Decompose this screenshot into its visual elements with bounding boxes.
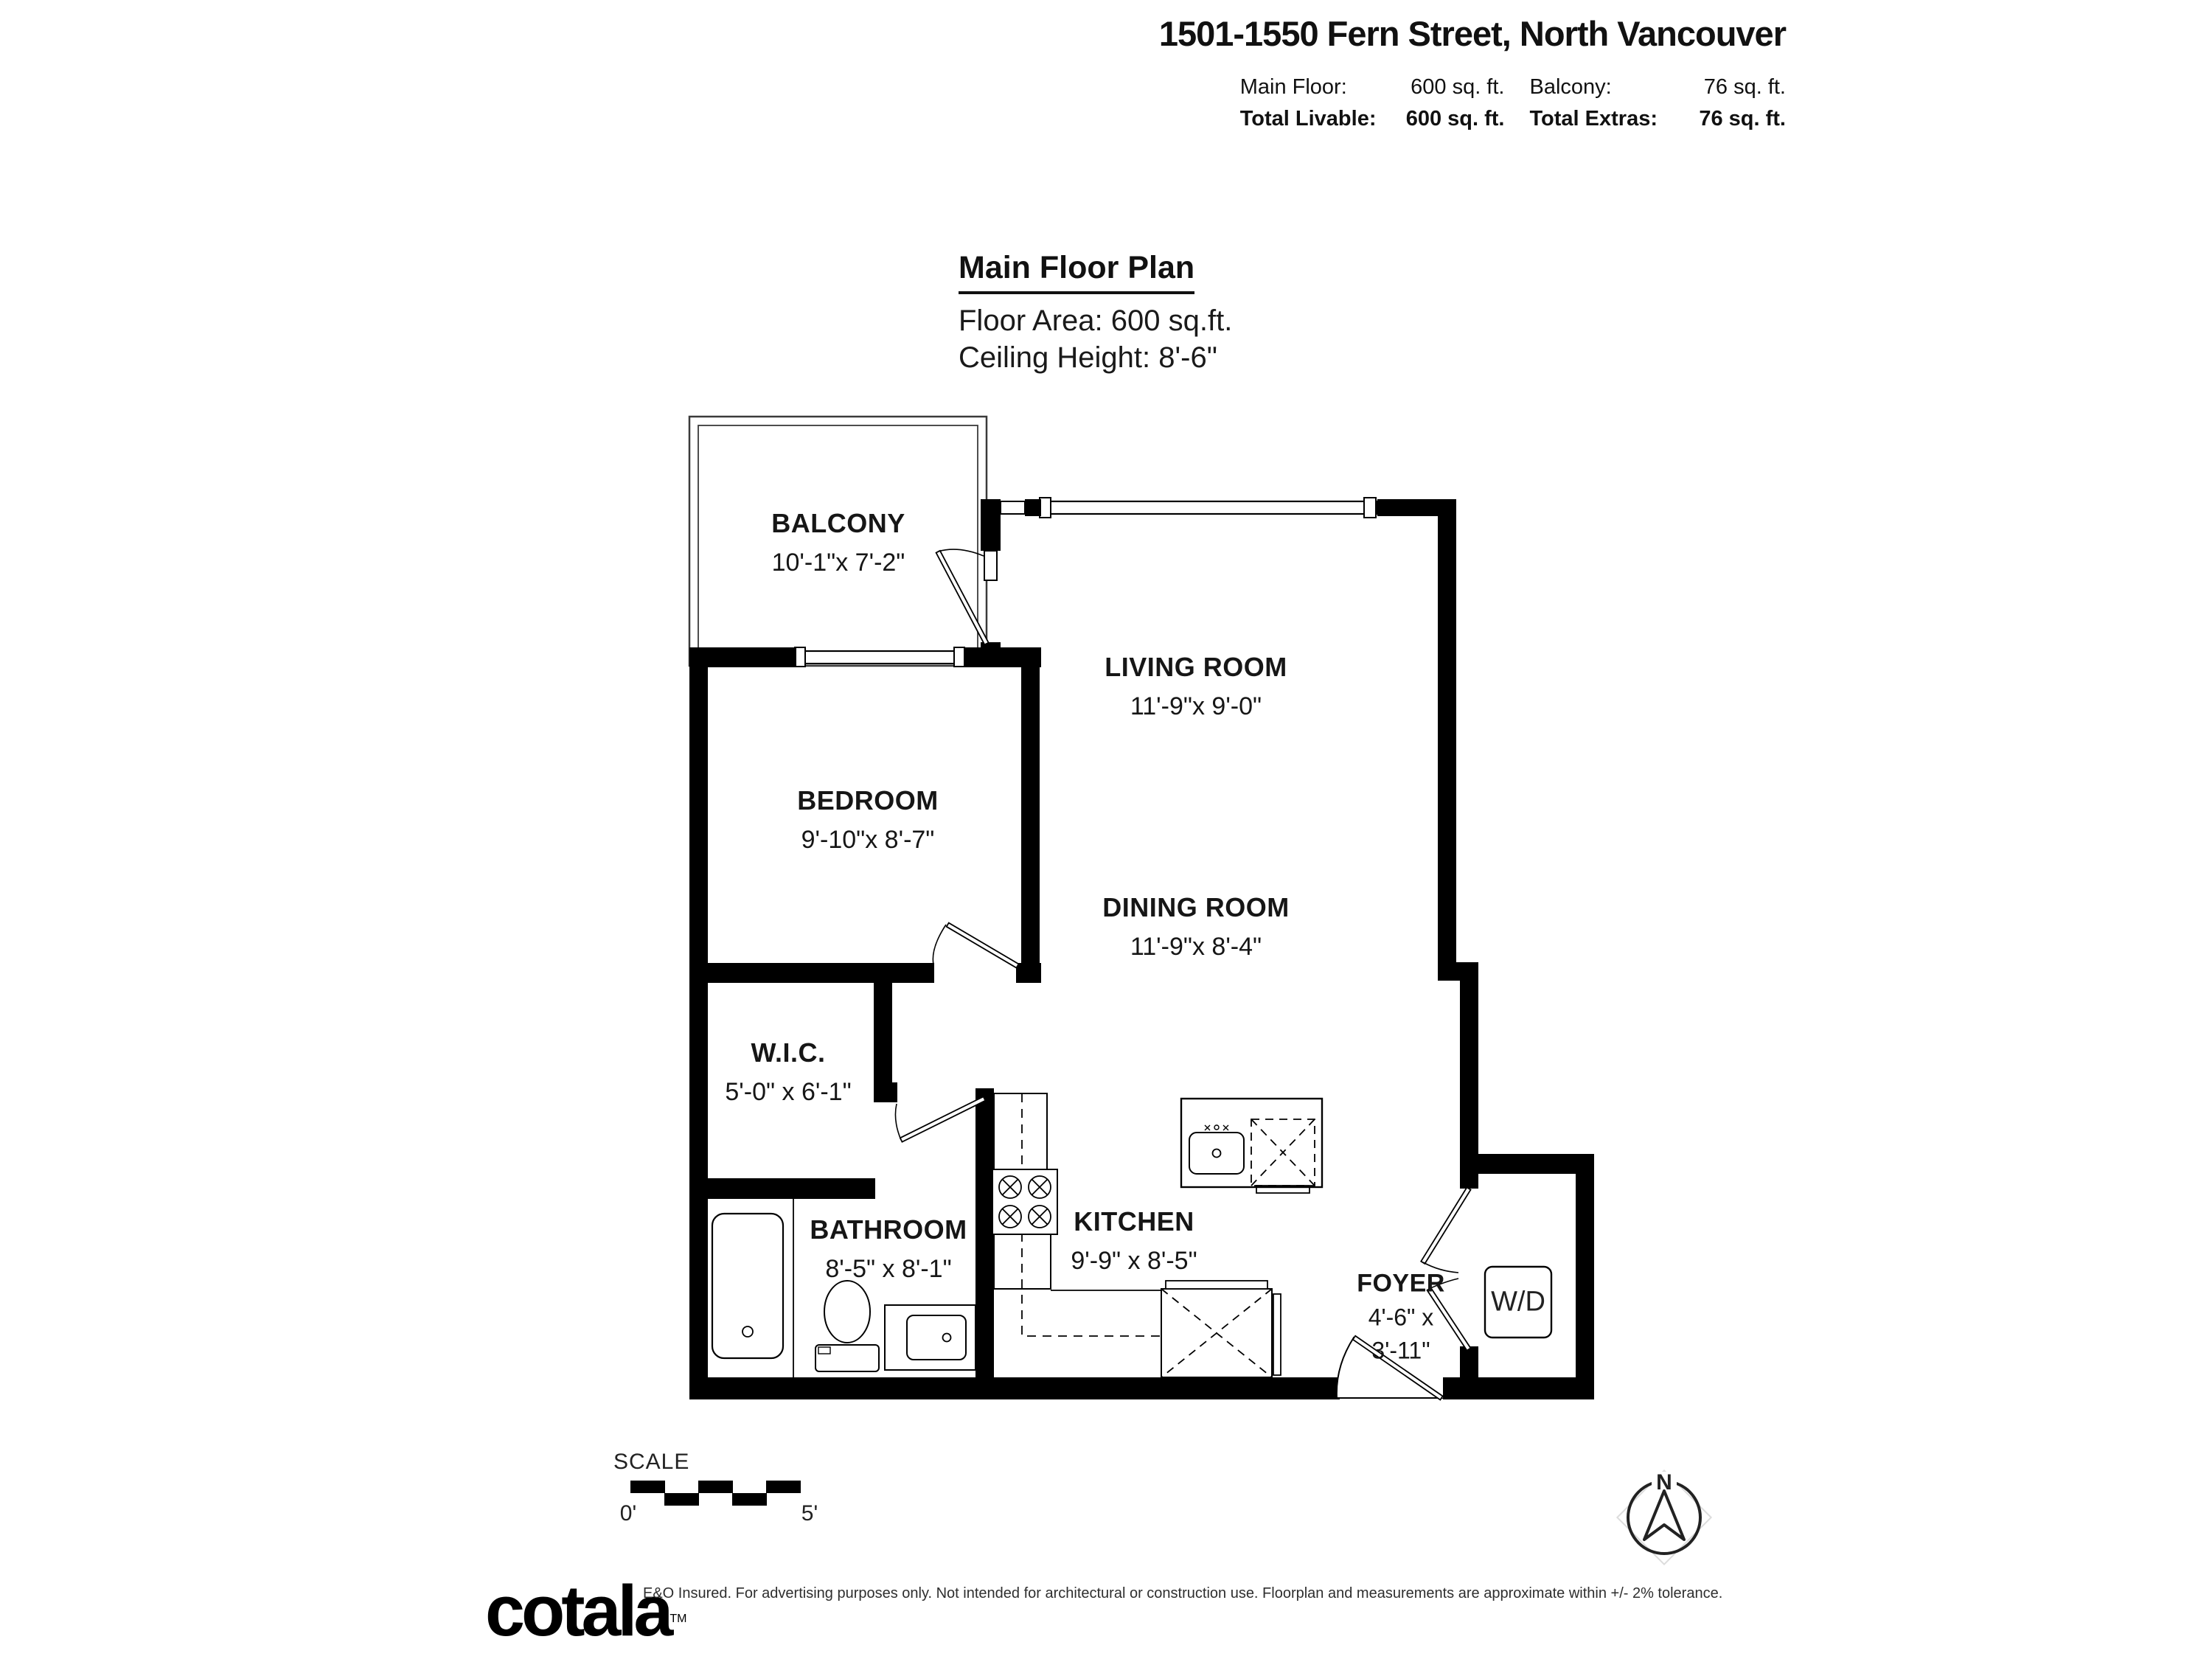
- balcony-door: [935, 549, 990, 646]
- stat-label: Balcony:: [1529, 75, 1612, 99]
- toilet: [815, 1280, 880, 1372]
- cotala-logo: cotalaTM: [485, 1571, 687, 1651]
- room-label-foyer: FOYER 4'-6" x 3'-11": [1357, 1269, 1445, 1364]
- plan-floor-area: Floor Area: 600 sq.ft.: [959, 304, 1233, 337]
- room-label-wic: W.I.C. 5'-0" x 6'-1": [725, 1037, 852, 1106]
- vanity-sink: [884, 1304, 976, 1371]
- north-label: N: [1656, 1470, 1672, 1495]
- room-label-kitchen: KITCHEN 9'-9" x 8'-5": [1071, 1206, 1197, 1275]
- washer-dryer-box: [1484, 1265, 1553, 1339]
- room-label-bedroom: BEDROOM 9'-10"x 8'-7": [797, 785, 939, 854]
- page-title: 1501-1550 Fern Street, North Vancouver: [1158, 14, 1787, 53]
- scale-label: SCALE: [613, 1450, 690, 1474]
- plan-title: Main Floor Plan: [959, 249, 1195, 294]
- dishwasher: [1251, 1119, 1315, 1194]
- kitchen-island: [1180, 1097, 1324, 1194]
- bathtub: [711, 1199, 794, 1377]
- stat-value: 76 sq. ft.: [1703, 75, 1786, 99]
- bedroom-door: [932, 922, 1020, 969]
- bathroom-door: [894, 1096, 987, 1143]
- stat-label: Total Livable:: [1239, 107, 1377, 131]
- stat-label: Total Extras:: [1529, 107, 1658, 131]
- trademark: TM: [669, 1613, 687, 1625]
- north-arrow-icon: [1615, 1469, 1713, 1566]
- stat-value: 600 sq. ft.: [1411, 75, 1505, 99]
- fridge: [1161, 1280, 1281, 1378]
- scale-start: 0': [619, 1501, 637, 1526]
- plan-ceiling-height: Ceiling Height: 8'-6": [959, 341, 1217, 374]
- stat-value: 600 sq. ft.: [1405, 107, 1505, 131]
- room-label-bathroom: BATHROOM 8'-5" x 8'-1": [810, 1214, 967, 1283]
- room-label-balcony: BALCONY 10'-1"x 7'-2": [771, 508, 905, 577]
- washer-dryer-label: W/D: [1491, 1286, 1545, 1318]
- island-sink: [1189, 1124, 1245, 1175]
- plan-title-block: Main Floor Plan Floor Area: 600 sq.ft. C…: [959, 249, 1232, 375]
- entry-door: [1335, 1335, 1444, 1401]
- room-label-dining: DINING ROOM 11'-9"x 8'-4": [1102, 892, 1290, 961]
- laundry-doors: [1420, 1186, 1472, 1352]
- area-stats: Main Floor: 600 sq. ft. Balcony: 76 sq. …: [1240, 75, 1786, 131]
- stat-label: Main Floor:: [1239, 75, 1347, 99]
- scale-bar-icon: [630, 1481, 801, 1506]
- disclaimer-text: E&O Insured. For advertising purposes on…: [643, 1585, 1723, 1601]
- scale-end: 5': [801, 1501, 818, 1526]
- stat-value: 76 sq. ft.: [1699, 107, 1786, 131]
- room-label-living: LIVING ROOM 11'-9"x 9'-0": [1105, 652, 1287, 720]
- walls: [689, 499, 1594, 1399]
- stove: [992, 1169, 1058, 1235]
